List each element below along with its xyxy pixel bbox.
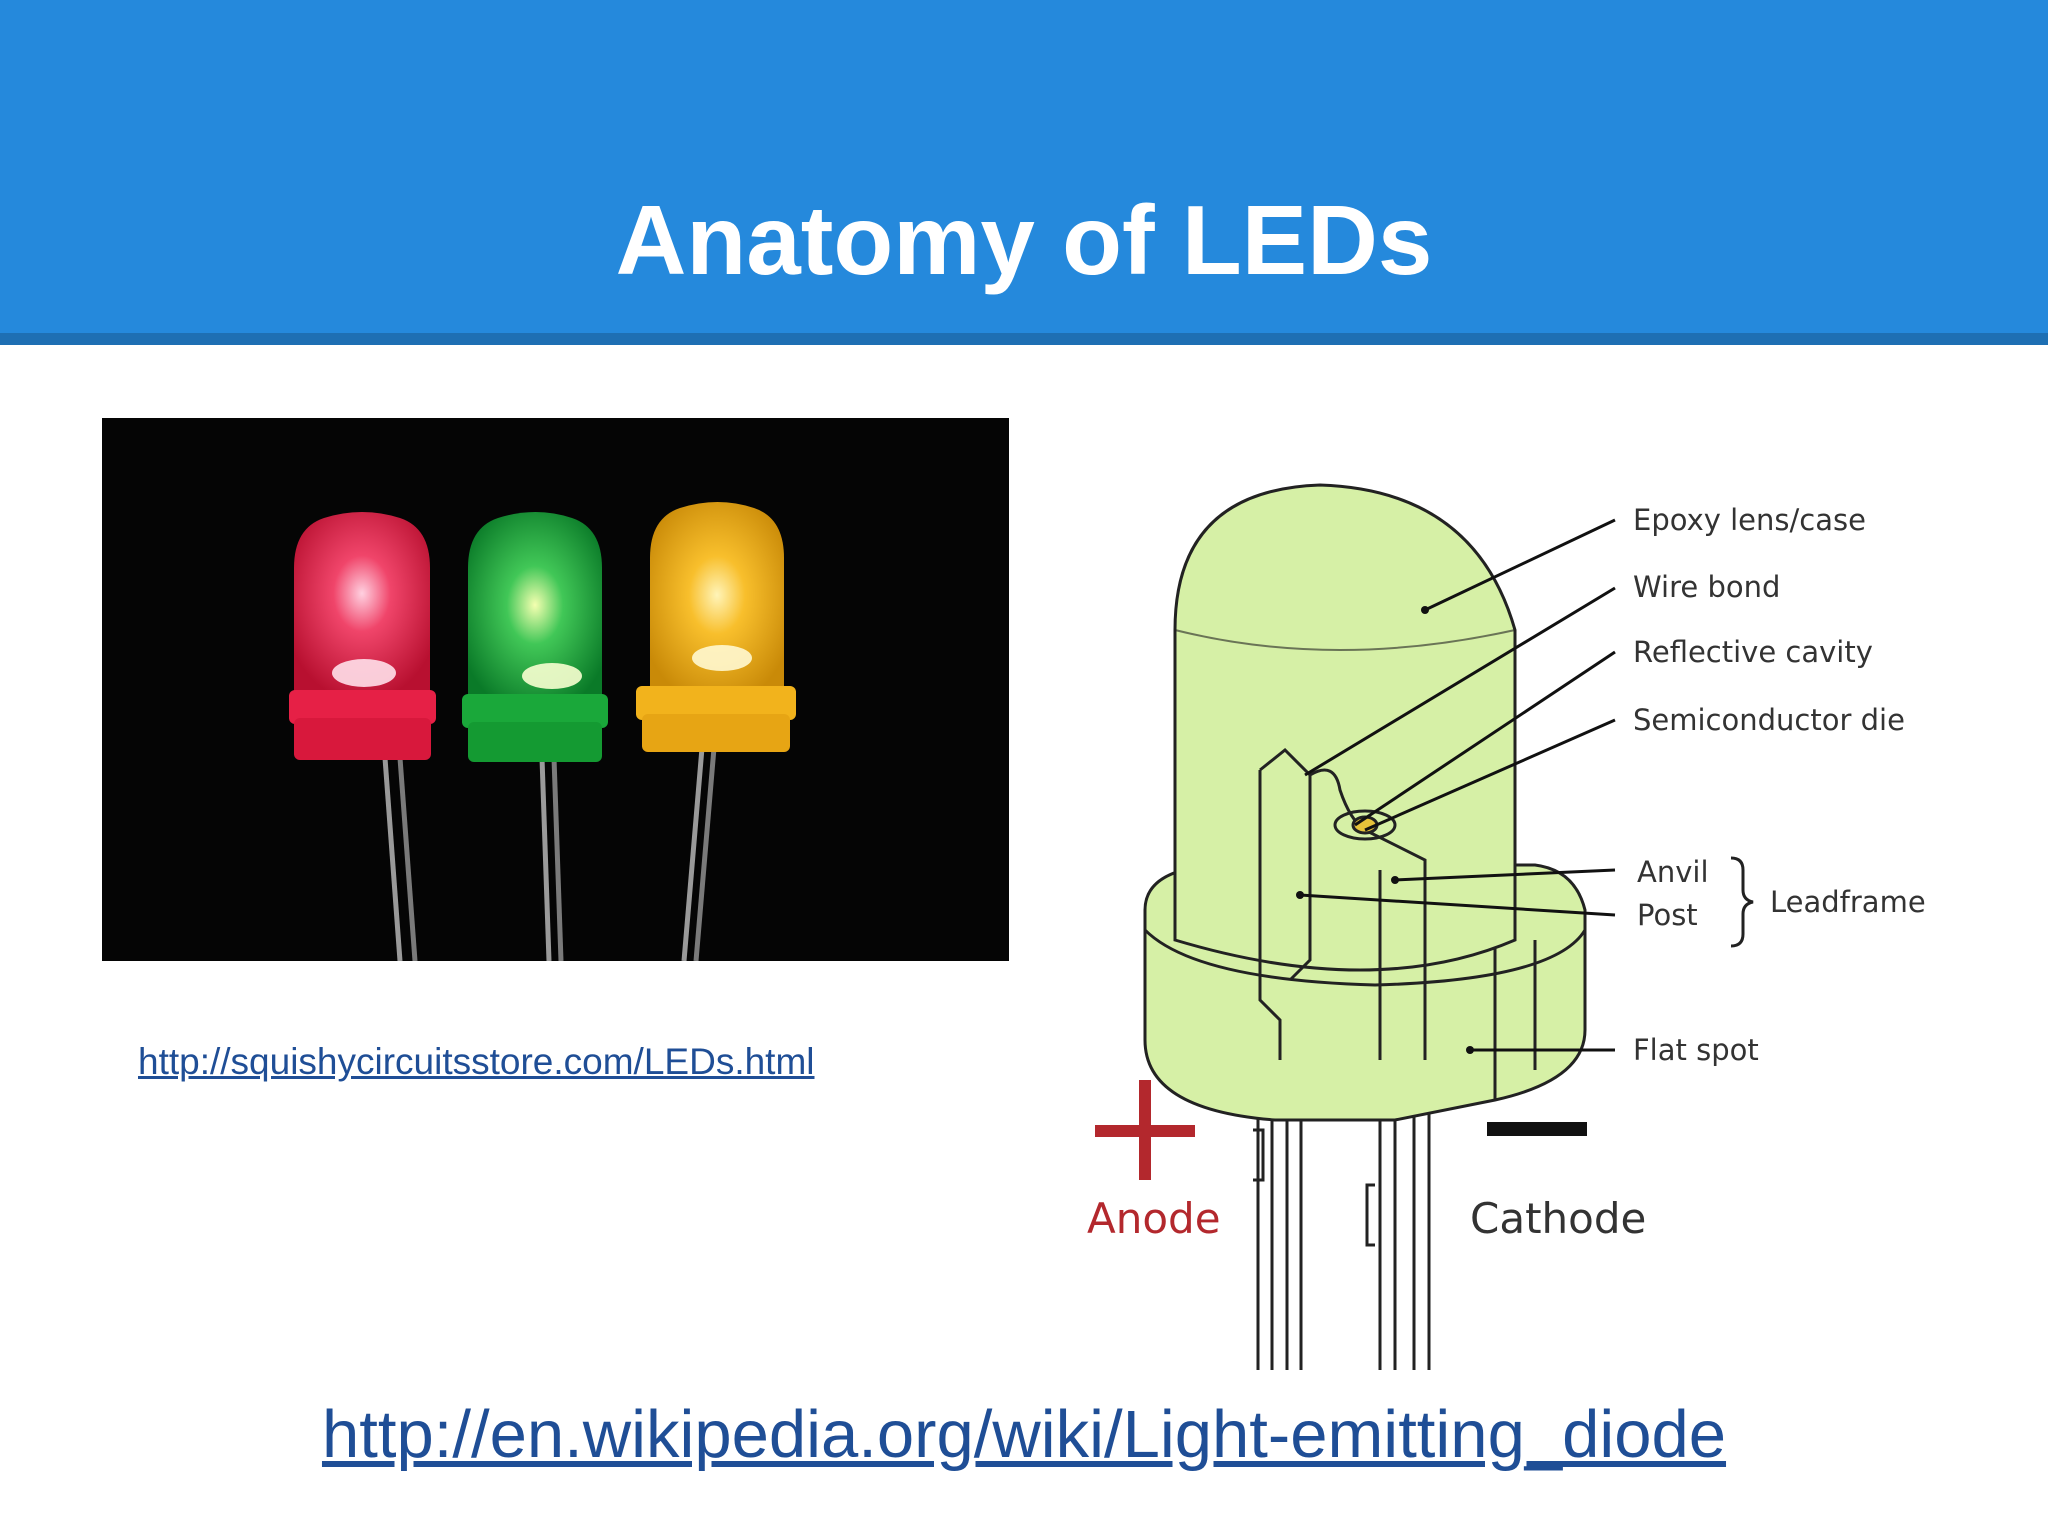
- label-semiconductor-die: Semiconductor die: [1633, 703, 1905, 737]
- title-bar: [0, 0, 2048, 333]
- plus-sign-icon: [1095, 1080, 1195, 1180]
- led-photo: [102, 418, 1009, 961]
- label-reflective-cavity: Reflective cavity: [1633, 635, 1873, 669]
- led-anatomy-diagram: Epoxy lens/case Wire bond Reflective cav…: [1075, 440, 1975, 1375]
- label-wire-bond: Wire bond: [1633, 570, 1780, 604]
- leadframe-brace: [1730, 856, 1754, 948]
- leader-lines: [1299, 518, 1616, 1052]
- label-anode: Anode: [1087, 1194, 1221, 1243]
- label-cathode: Cathode: [1470, 1194, 1646, 1243]
- title-bar-stripe: [0, 333, 2048, 345]
- slide-title: Anatomy of LEDs: [615, 185, 1433, 295]
- yellow-led: [636, 502, 796, 961]
- label-epoxy-lens-case: Epoxy lens/case: [1633, 503, 1866, 537]
- minus-sign-icon: [1487, 1122, 1587, 1136]
- green-led: [462, 512, 608, 961]
- label-anvil: Anvil: [1637, 855, 1709, 889]
- red-led: [289, 512, 436, 961]
- photo-source-link[interactable]: http://squishycircuitsstore.com/LEDs.htm…: [138, 1041, 815, 1082]
- label-leadframe: Leadframe: [1770, 885, 1926, 919]
- label-post: Post: [1637, 898, 1698, 932]
- label-flat-spot: Flat spot: [1633, 1033, 1759, 1067]
- wikipedia-link[interactable]: http://en.wikipedia.org/wiki/Light-emitt…: [321, 1397, 1727, 1472]
